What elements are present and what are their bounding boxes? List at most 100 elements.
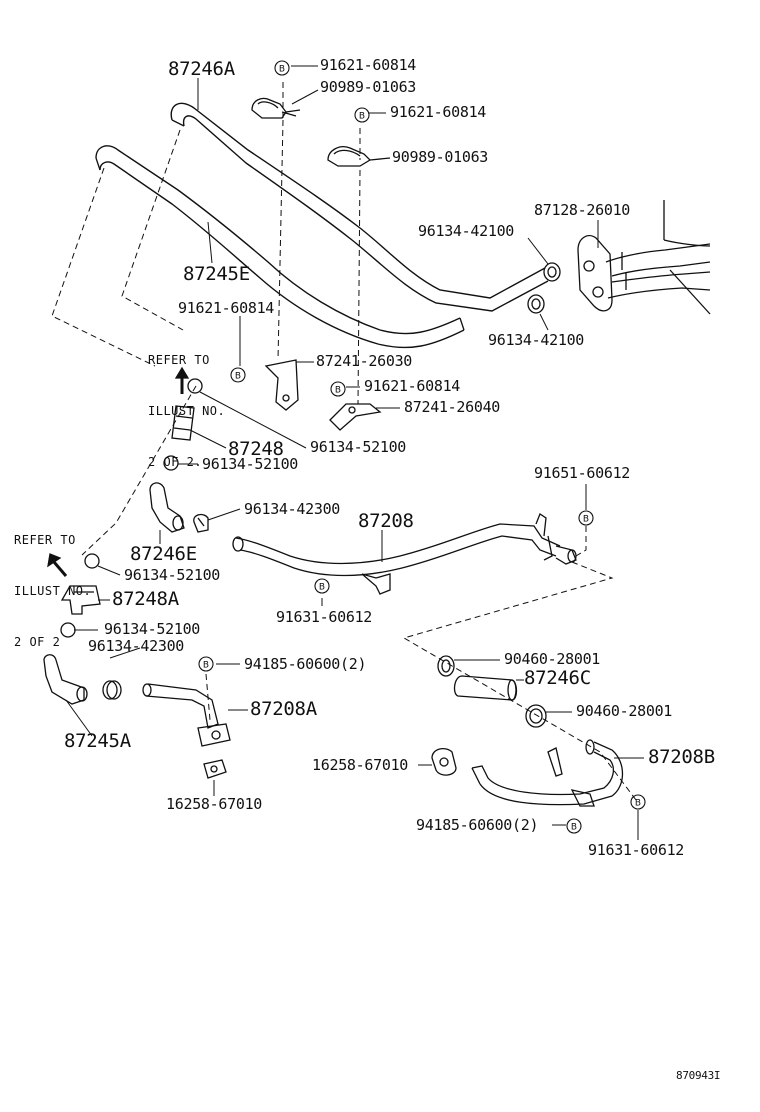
b-marker-circle — [230, 367, 246, 383]
label-96134-42300-a: 96134-42300 — [244, 500, 341, 518]
b-marker-circle — [198, 656, 214, 672]
b-marker-circle — [274, 60, 290, 76]
label-96134-52100-a: 96134-52100 — [310, 438, 407, 456]
label-87246A: 87246A — [168, 58, 235, 80]
flange-87128 — [577, 200, 711, 315]
label-87245E: 87245E — [183, 263, 250, 285]
label-91621-60814-d: 91621-60814 — [364, 377, 461, 395]
b-marker-letter: B — [203, 661, 209, 671]
b-marker-letter: B — [319, 583, 325, 593]
refer-note-a-line2: ILLUST NO. — [148, 404, 226, 418]
label-87208A: 87208A — [250, 698, 317, 720]
label-94185-60600-a: 94185-60600(2) — [244, 655, 367, 673]
hose-87246A — [170, 102, 549, 312]
clamp-96134-42100-a — [543, 262, 561, 282]
refer-note-b-line1: REFER TO — [14, 533, 76, 547]
label-90460-28001-a: 90460-28001 — [504, 650, 601, 668]
up-arrow-a-head — [174, 366, 190, 379]
clamp-96134-42100-b — [527, 294, 545, 314]
label-91621-60814-b: 91621-60814 — [390, 103, 487, 121]
label-87245A: 87245A — [64, 730, 131, 752]
label-87241-26030: 87241-26030 — [316, 352, 413, 370]
label-90460-28001-b: 90460-28001 — [576, 702, 673, 720]
leader-96134-421-a — [527, 237, 549, 265]
b-marker-letter: B — [235, 372, 241, 382]
label-87128-26010: 87128-26010 — [534, 201, 631, 219]
b-marker-circle — [578, 510, 594, 526]
hose-87246C — [453, 675, 518, 701]
b-marker-letter: B — [335, 386, 341, 396]
refer-note-a: REFER TO ILLUST NO. 2 OF 2. — [148, 318, 225, 488]
dashed-ref-c — [81, 385, 197, 556]
b-marker-letter: B — [571, 823, 577, 833]
gasket-16258-b — [431, 747, 457, 776]
label-90989-01063-b: 90989-01063 — [392, 148, 489, 166]
up-arrow-b — [52, 561, 68, 577]
leader-96134-423-a — [207, 508, 241, 521]
label-87248: 87248 — [228, 438, 284, 460]
dashed-91651 — [575, 526, 587, 557]
up-arrow-b-head — [47, 553, 62, 568]
label-16258-67010-b: 16258-67010 — [312, 756, 409, 774]
label-96134-52100-d: 96134-52100 — [104, 620, 201, 638]
dashed-link-87208 — [402, 561, 637, 801]
b-marker-circle — [566, 818, 582, 834]
dashed-94185-a — [205, 673, 211, 721]
label-87208B: 87208B — [648, 746, 715, 768]
b-marker-circle — [330, 381, 346, 397]
pipe-87208B — [471, 739, 624, 807]
label-96134-42100-b: 96134-42100 — [488, 331, 585, 349]
leader-90989-a — [291, 89, 319, 105]
pipe-87208A — [142, 683, 231, 747]
dashed-clip-b — [357, 128, 361, 405]
b-marker-circle — [354, 107, 370, 123]
dashed-ref-a — [121, 129, 184, 331]
refer-note-a-line3: 2 OF 2. — [148, 455, 203, 469]
clamp-90460-a — [437, 655, 455, 677]
diagram-id: 870943I — [676, 1069, 721, 1082]
hose-87245A — [43, 654, 88, 705]
hose-87246E — [149, 482, 185, 533]
clamp-96134-52100-c — [84, 553, 100, 569]
refer-note-b-line2: ILLUST NO. — [14, 584, 92, 598]
clip-96134-42300-b — [102, 680, 122, 700]
clip-96134-42300-a — [193, 513, 209, 533]
hose-87245E — [95, 145, 465, 349]
clamp-90989-b — [327, 146, 391, 167]
bracket-87241-26030 — [264, 359, 299, 411]
label-90989-01063-a: 90989-01063 — [320, 78, 417, 96]
b-marker-letter: B — [279, 65, 285, 75]
dashed-clip-a — [277, 82, 284, 361]
label-96134-42100-a: 96134-42100 — [418, 222, 515, 240]
label-87208: 87208 — [358, 510, 414, 532]
label-87248A: 87248A — [112, 588, 179, 610]
leader-96134-521-c — [97, 565, 121, 576]
b-marker-letter: B — [583, 515, 589, 525]
leader-96134-423-b — [109, 647, 141, 659]
label-91621-60814-a: 91621-60814 — [320, 56, 417, 74]
clamp-90460-b — [525, 704, 547, 728]
refer-note-a-line1: REFER TO — [148, 353, 210, 367]
b-marker-circle — [314, 578, 330, 594]
label-91631-60612-b: 91631-60612 — [588, 841, 685, 859]
label-87246C: 87246C — [524, 667, 591, 689]
clamp-90989-a — [251, 97, 301, 119]
label-91651-60612: 91651-60612 — [534, 464, 631, 482]
dashed-ref-b — [51, 167, 156, 367]
label-96134-52100-c: 96134-52100 — [124, 566, 221, 584]
label-94185-60600-b: 94185-60600(2) — [416, 816, 539, 834]
label-96134-42300-b: 96134-42300 — [88, 637, 185, 655]
gasket-16258-a — [203, 759, 227, 779]
label-87241-26040: 87241-26040 — [404, 398, 501, 416]
refer-note-b: REFER TO ILLUST NO. 2 OF 2 — [14, 498, 91, 668]
leader-87248 — [189, 429, 227, 449]
label-87246E: 87246E — [130, 543, 197, 565]
connector-87248 — [171, 405, 195, 441]
clamp-96134-52100-a — [187, 378, 203, 394]
connector-87248A — [60, 585, 101, 615]
refer-note-b-line3: 2 OF 2 — [14, 635, 61, 649]
label-16258-67010-a: 16258-67010 — [166, 795, 263, 813]
b-marker-circle — [630, 794, 646, 810]
